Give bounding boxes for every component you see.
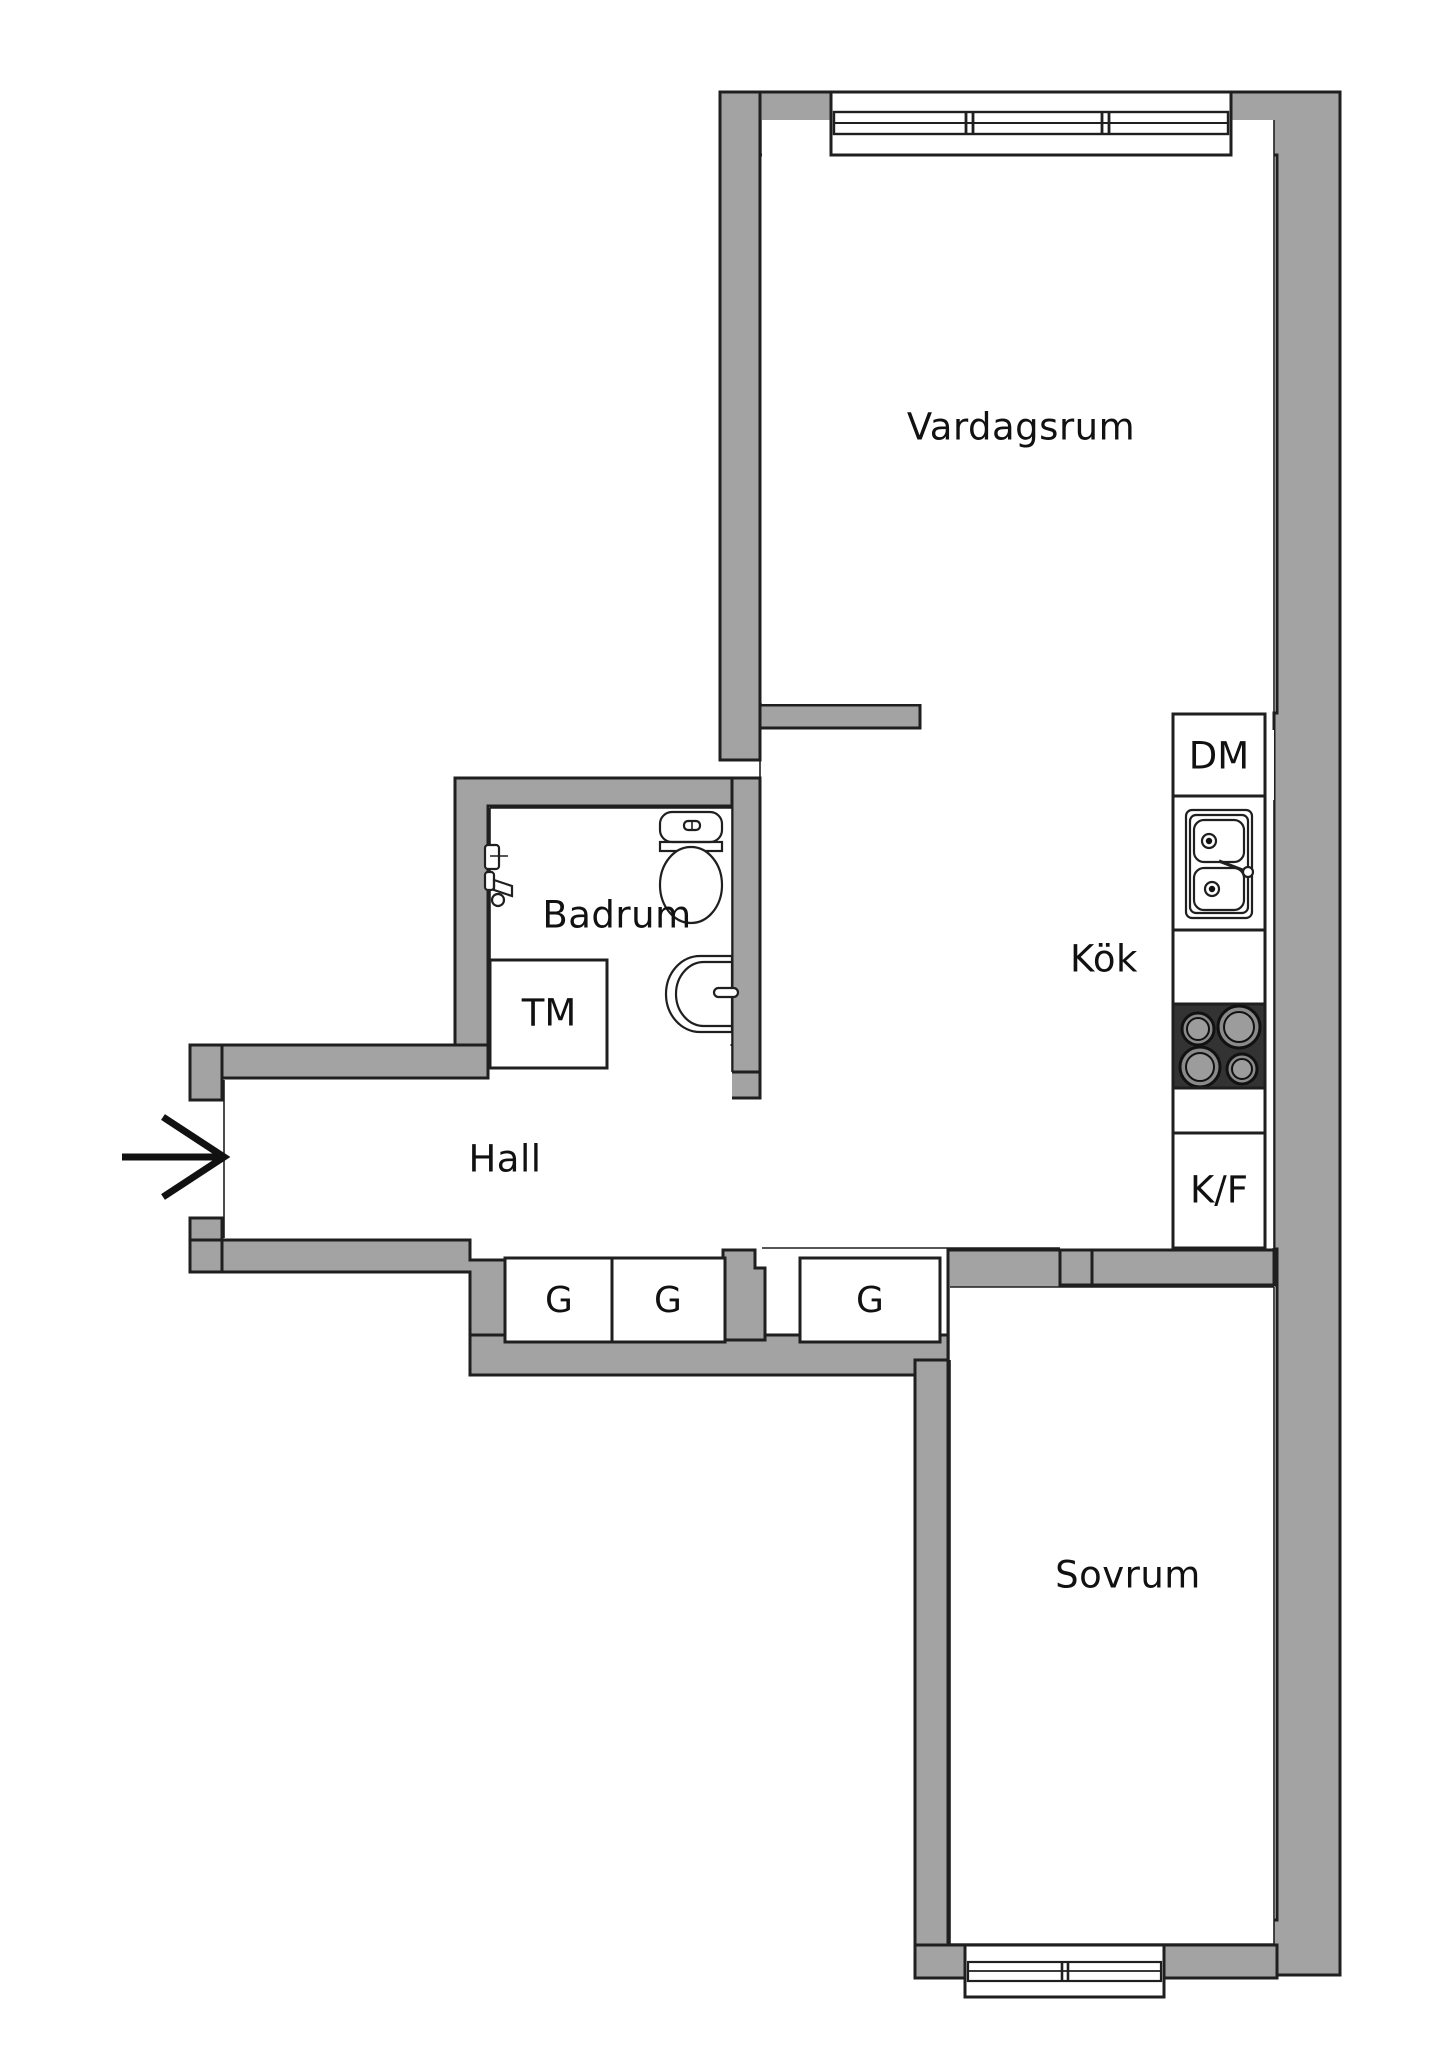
kitchen-counter-lower — [1171, 1086, 1267, 1135]
closet-g-1 — [503, 1256, 614, 1344]
room-label-vardagsrum: Vardagsrum — [907, 406, 1135, 449]
livingroom-door-jamb — [758, 703, 922, 730]
room-label-hall: Hall — [468, 1138, 541, 1181]
kitchen-fixtures: DM K/F — [1171, 712, 1267, 1250]
dishwasher-label: DM — [1189, 735, 1249, 778]
window-sovrum — [963, 1943, 1166, 1999]
sink-drain-bottom — [1203, 880, 1221, 898]
sink-basin-inner-frame — [1188, 813, 1250, 915]
vardagsrum-interior — [762, 120, 1274, 704]
wash-basin-rim — [674, 960, 732, 1028]
burner-bottom-right-inner — [1231, 1058, 1253, 1080]
closet-g-1-label: G — [545, 1280, 573, 1321]
hall-left-lower-wall — [188, 1238, 224, 1274]
entrance-arrow — [122, 1114, 231, 1200]
livingroom-left-wall — [718, 90, 762, 762]
washing-machine-label: TM — [521, 992, 577, 1035]
closet-divider-wall — [721, 1248, 767, 1342]
wash-basin-faucet — [712, 986, 740, 999]
burner-bottom-left-inner — [1185, 1052, 1215, 1082]
bathroom-right-wall — [730, 776, 762, 1100]
kitchen-left-wall — [1058, 1248, 1094, 1287]
sink-drain-top-dot — [1205, 837, 1213, 845]
closet-g-2-label: G — [654, 1280, 682, 1321]
room-label-badrum: Badrum — [542, 894, 691, 937]
washing-machine-box — [488, 958, 609, 1070]
entrance-arrow-head — [161, 1114, 231, 1200]
toilet-bowl — [658, 845, 724, 925]
sink-drain-bottom-dot — [1208, 885, 1216, 893]
sink-faucet-arm — [1218, 859, 1246, 873]
room-label-sovrum: Sovrum — [1055, 1554, 1201, 1597]
kitchen-counter-middle — [1171, 928, 1267, 1006]
closet-g-2 — [610, 1256, 727, 1344]
dishwasher-box — [1171, 712, 1267, 798]
bathroom-fixtures: TM — [483, 810, 740, 1070]
bedroom-left-wall — [913, 1358, 950, 1947]
burner-top-left-inner — [1186, 1017, 1210, 1041]
sink-faucet-base — [1241, 865, 1255, 879]
fridge-freezer-box — [1171, 1131, 1267, 1250]
windows-group — [829, 90, 1233, 1999]
closets-group: G G G — [503, 1256, 942, 1344]
sink-drain-top — [1200, 832, 1218, 850]
room-label-kok: Kök — [1070, 938, 1138, 981]
burner-top-right-inner — [1223, 1011, 1255, 1043]
shower-mixer-fixture — [483, 843, 514, 908]
hall-interior — [224, 1080, 732, 1238]
toilet-cistern — [658, 810, 724, 844]
sink-bowl-bottom — [1192, 866, 1246, 912]
room-labels: Vardagsrum Kök Badrum Hall Sovrum — [468, 406, 1200, 1597]
closet-g-3 — [798, 1256, 942, 1344]
sovrum-interior — [950, 1287, 1274, 1943]
window-vardagsrum — [829, 90, 1233, 157]
hall-entrance-left-wall-top — [188, 1043, 224, 1102]
closet-g-3-label: G — [856, 1280, 884, 1321]
fridge-freezer-label: K/F — [1190, 1169, 1248, 1212]
